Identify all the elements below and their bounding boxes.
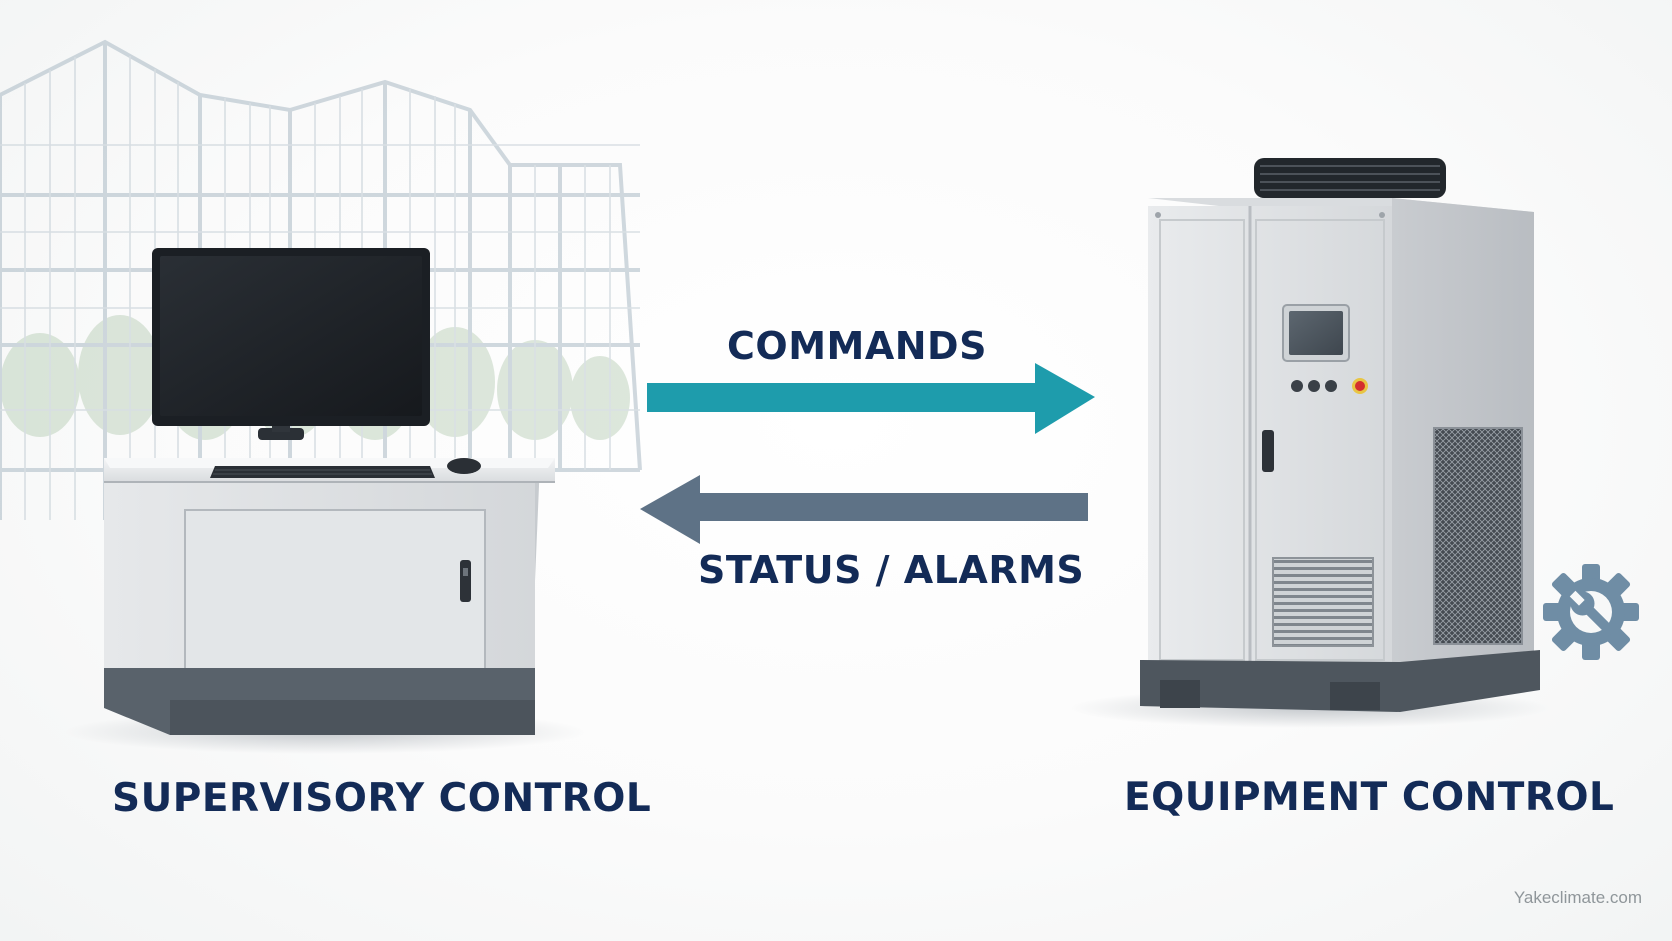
commands-arrow	[647, 363, 1095, 434]
supervisory-control-label: SUPERVISORY CONTROL	[112, 776, 652, 821]
status-alarms-label: STATUS / ALARMS	[698, 548, 1085, 592]
watermark-text: Yakeclimate.com	[1513, 888, 1642, 907]
gear-wrench-icon	[1543, 564, 1639, 660]
status-alarms-arrow	[640, 475, 1088, 544]
computer-workstation-icon	[65, 248, 585, 754]
commands-label: COMMANDS	[727, 324, 987, 368]
industrial-chiller-unit-icon	[1070, 158, 1550, 728]
equipment-control-label: EQUIPMENT CONTROL	[1124, 775, 1615, 820]
